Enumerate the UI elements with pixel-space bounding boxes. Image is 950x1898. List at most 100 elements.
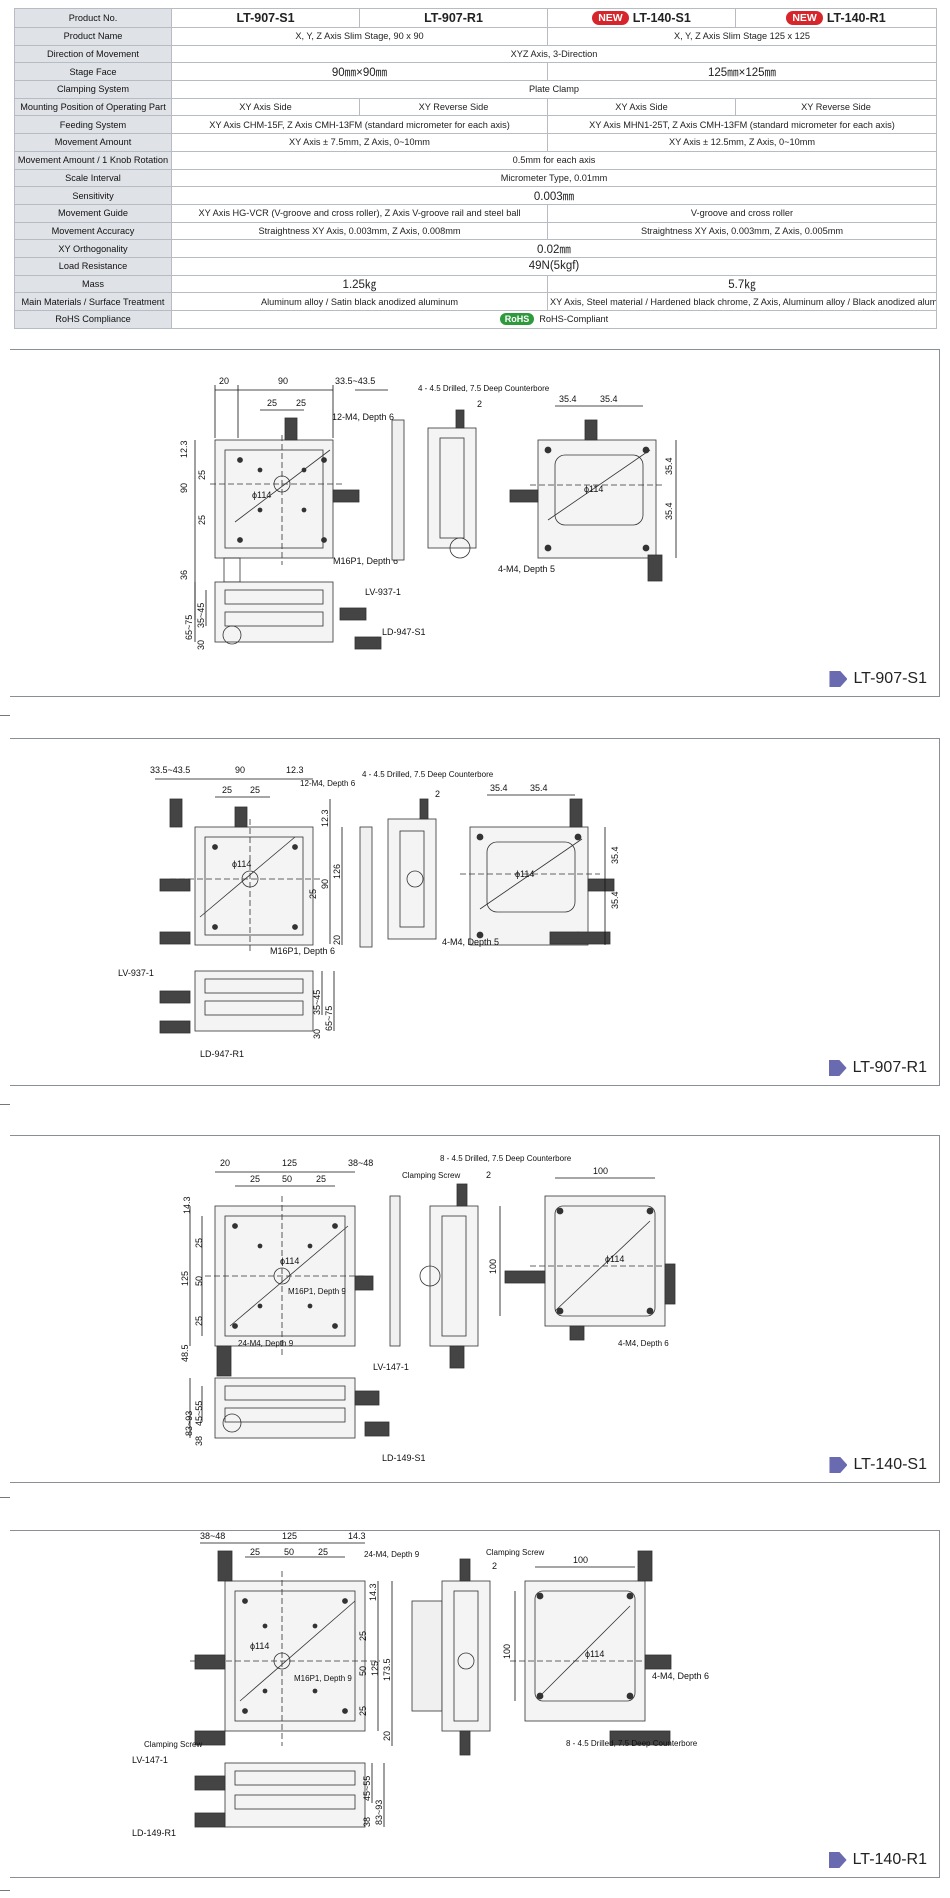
dim-90: 90: [278, 376, 288, 386]
note-lv-147-1: LV-147-1: [132, 1755, 168, 1765]
spec-value: XYZ Axis, 3-Direction: [171, 44, 937, 64]
dim-35-4: 35.4: [664, 502, 674, 520]
model-tag: LT-140-S1: [829, 1456, 927, 1474]
note-phi-114: ϕ114: [252, 490, 271, 500]
dim-30: 30: [312, 1029, 322, 1039]
model-tag: LT-907-R1: [828, 1059, 927, 1077]
spec-label: Main Materials / Surface Treatment: [14, 292, 172, 311]
spec-value: 1.25㎏: [171, 274, 548, 294]
dim-2: 2: [492, 1561, 497, 1571]
drawing-lt-140-r1: 38~48 125 14.3 25 50 25 24-M4, Depth 9 1…: [132, 1531, 709, 1838]
spec-value: XY Axis ± 7.5mm, Z Axis, 0~10mm: [171, 133, 548, 152]
arrow-icon: [829, 671, 848, 687]
dim-45-55: 45~55: [194, 1401, 204, 1426]
dim-38-48: 38~48: [348, 1158, 373, 1168]
spec-value: Straightness XY Axis, 0.003mm, Z Axis, 0…: [547, 221, 937, 241]
dim-125-vertical: 125: [180, 1271, 190, 1286]
spec-label: RoHS Compliance: [14, 310, 172, 329]
spec-row: Stage Face 90㎜×90㎜ 125㎜×125㎜: [14, 62, 937, 82]
spec-label: Clamping System: [14, 80, 172, 99]
spec-row: Product Name X, Y, Z Axis Slim Stage, 90…: [14, 27, 937, 46]
dim-100: 100: [593, 1166, 608, 1176]
spec-label: Movement Amount / 1 Knob Rotation: [14, 150, 172, 170]
dim-25: 25: [267, 398, 277, 408]
spec-value: XY Axis Side: [547, 97, 736, 117]
dim-45-55: 45~55: [362, 1776, 372, 1801]
dim-83-93: 83~93: [374, 1800, 384, 1825]
dim-20: 20: [220, 1158, 230, 1168]
new-badge: NEW: [592, 11, 629, 25]
dim-25: 25: [318, 1547, 328, 1557]
dim-35-4: 35.4: [559, 394, 577, 404]
drawing-lt-907-r1: 33.5~43.5 90 12.3 25 25 12.3 126 90 25 2…: [118, 765, 620, 1059]
arrow-icon: [828, 1852, 847, 1868]
note-counterbore: 8 - 4.5 Drilled, 7.5 Deep Counterbore: [440, 1154, 572, 1163]
note-ld-947-r1: LD-947-R1: [200, 1049, 244, 1059]
dim-50-vertical: 50: [194, 1276, 204, 1286]
spec-value: X, Y, Z Axis Slim Stage 125 x 125: [547, 27, 937, 46]
dim-65-75: 65~75: [324, 1006, 334, 1031]
dim-125-vertical: 125: [370, 1661, 380, 1676]
arrow-icon: [829, 1457, 848, 1473]
spec-value: 49N(5kgf): [171, 256, 937, 276]
note-24-m4: 24-M4, Depth 9: [364, 1550, 420, 1559]
bottom-view: [509, 419, 665, 582]
dim-35-4: 35.4: [610, 891, 620, 909]
spec-value: 0.5mm for each axis: [171, 150, 937, 170]
top-view: [210, 417, 360, 605]
spec-value: 5.7㎏: [547, 274, 937, 294]
top-view: [159, 798, 320, 954]
spec-value: XY Reverse Side: [359, 97, 548, 117]
spec-label: Movement Guide: [14, 203, 172, 223]
spec-row: Clamping System Plate Clamp: [14, 80, 937, 99]
dim-25: 25: [194, 1316, 204, 1326]
rohs-text: RoHS-Compliant: [539, 314, 609, 325]
note-counterbore: 4 - 4.5 Drilled, 7.5 Deep Counterbore: [362, 770, 494, 779]
dim-125: 125: [282, 1158, 297, 1168]
note-lv-937-1: LV-937-1: [365, 587, 401, 597]
spec-value: X, Y, Z Axis Slim Stage, 90 x 90: [171, 27, 548, 46]
note-phi-114: ϕ114: [232, 859, 251, 869]
note-12-m4: 12-M4, Depth 6: [332, 412, 394, 422]
note-4-m4: 4-M4, Depth 6: [652, 1671, 709, 1681]
spec-value: Plate Clamp: [171, 80, 937, 99]
dim-2: 2: [435, 789, 440, 799]
model-label: LT-140-R1: [852, 1851, 927, 1868]
dim-20: 20: [332, 935, 342, 945]
dim-50: 50: [282, 1174, 292, 1184]
spec-value: XY Axis ± 12.5mm, Z Axis, 0~10mm: [547, 133, 937, 152]
dim-25: 25: [358, 1631, 368, 1641]
dim-90: 90: [235, 765, 245, 775]
note-lv-147-1: LV-147-1: [373, 1362, 409, 1372]
spec-label: Feeding System: [14, 115, 172, 135]
dim-12-3: 12.3: [286, 765, 304, 775]
spec-row: Mass 1.25㎏ 5.7㎏: [14, 274, 937, 294]
dim-83-93: 83~93: [184, 1411, 194, 1436]
spec-value: 90㎜×90㎜: [171, 62, 548, 82]
front-view: [159, 970, 314, 1034]
spec-row: Feeding System XY Axis CHM-15F, Z Axis C…: [14, 115, 937, 135]
note-24-m4: 24-M4, Depth 9: [238, 1339, 294, 1348]
spec-label: Scale Interval: [14, 168, 172, 188]
drawing-panel-lt-140-r1: 38~48 125 14.3 25 50 25 24-M4, Depth 9 1…: [10, 1530, 940, 1878]
spec-row: Movement Guide XY Axis HG-VCR (V-groove …: [14, 203, 937, 223]
spec-value: 125㎜×125㎜: [547, 62, 937, 82]
drawing-lt-140-s1: 20 125 38~48 25 50 25 14.3 25 125 50 25 …: [180, 1154, 676, 1463]
bottom-view: [510, 1550, 672, 1746]
arrow-icon: [828, 1060, 847, 1076]
divider-tick: [0, 715, 10, 716]
top-view: [190, 1550, 380, 1746]
note-clamping-screw: Clamping Screw: [144, 1740, 202, 1749]
dim-33-43: 33.5~43.5: [150, 765, 190, 775]
dim-173-5: 173.5: [382, 1658, 392, 1681]
side-view: [389, 1183, 479, 1369]
spec-label: Movement Accuracy: [14, 221, 172, 241]
dim-20: 20: [382, 1731, 392, 1741]
front-view: [214, 581, 382, 650]
spec-value: XY Axis MHN1-25T, Z Axis CMH-13FM (stand…: [547, 115, 937, 135]
note-4-m4: 4-M4, Depth 5: [498, 564, 555, 574]
product-lt-907-r1: LT-907-R1: [359, 8, 548, 28]
